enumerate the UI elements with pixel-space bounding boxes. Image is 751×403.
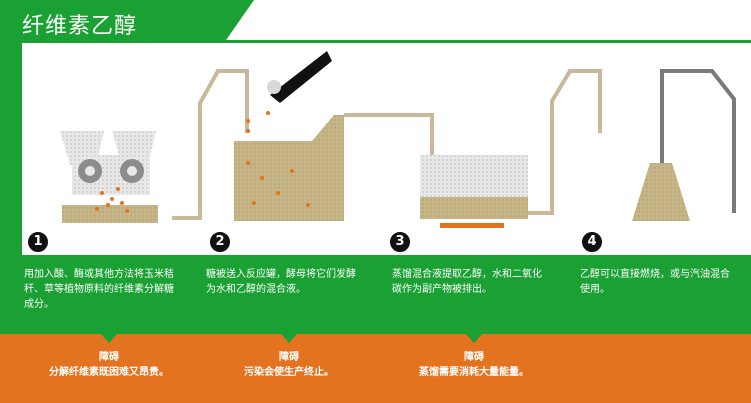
page-title: 纤维素乙醇 (22, 14, 138, 39)
step-text-1: 用加入酸、酶或其他方法将玉米秸秆、草等植物原料的纤维素分解糖成分。 (24, 269, 174, 310)
reactor-tank (234, 51, 344, 221)
barrier-heading: 障碍 (99, 352, 119, 363)
step-text-3: 蒸馏混合液提取乙醇，水和二氧化碳作为副产物被排出。 (392, 269, 542, 295)
step-text-2: 糖被送入反应罐，酵母将它们发酵为水和乙醇的混合液。 (206, 269, 356, 295)
step-number-1: 1 (26, 230, 50, 254)
step-text-4: 乙醇可以直接燃烧，或与汽油混合使用。 (580, 269, 730, 295)
ethanol-flask (632, 69, 736, 221)
barrier-2: 障碍 污染会使生产终止。 (189, 350, 389, 380)
barrier-text: 分解纤维素既困难又昂贵。 (49, 367, 169, 378)
distillation-tray (420, 155, 528, 228)
barrier-notch-3 (466, 334, 482, 343)
pipe-2 (344, 113, 434, 173)
barrier-text: 污染会使生产终止。 (244, 367, 334, 378)
step-number-3: 3 (388, 230, 412, 254)
grinder-machine (60, 131, 158, 223)
barrier-1: 障碍 分解纤维素既困难又昂贵。 (9, 350, 209, 380)
step-number-2: 2 (208, 230, 232, 254)
process-illustration (60, 51, 736, 228)
barrier-band (0, 334, 751, 403)
barrier-heading: 障碍 (464, 352, 484, 363)
pipe-3 (528, 69, 602, 215)
barrier-notch-1 (101, 334, 117, 343)
title-bar-wedge (224, 0, 254, 43)
barrier-text: 蒸馏需要消耗大量能量。 (419, 367, 529, 378)
title-bar (0, 0, 225, 43)
barrier-3: 障碍 蒸馏需要消耗大量能量。 (374, 350, 574, 380)
step-number-4: 4 (580, 230, 604, 254)
pipe-1 (172, 69, 249, 220)
barrier-notch-2 (281, 334, 297, 343)
barrier-heading: 障碍 (279, 352, 299, 363)
